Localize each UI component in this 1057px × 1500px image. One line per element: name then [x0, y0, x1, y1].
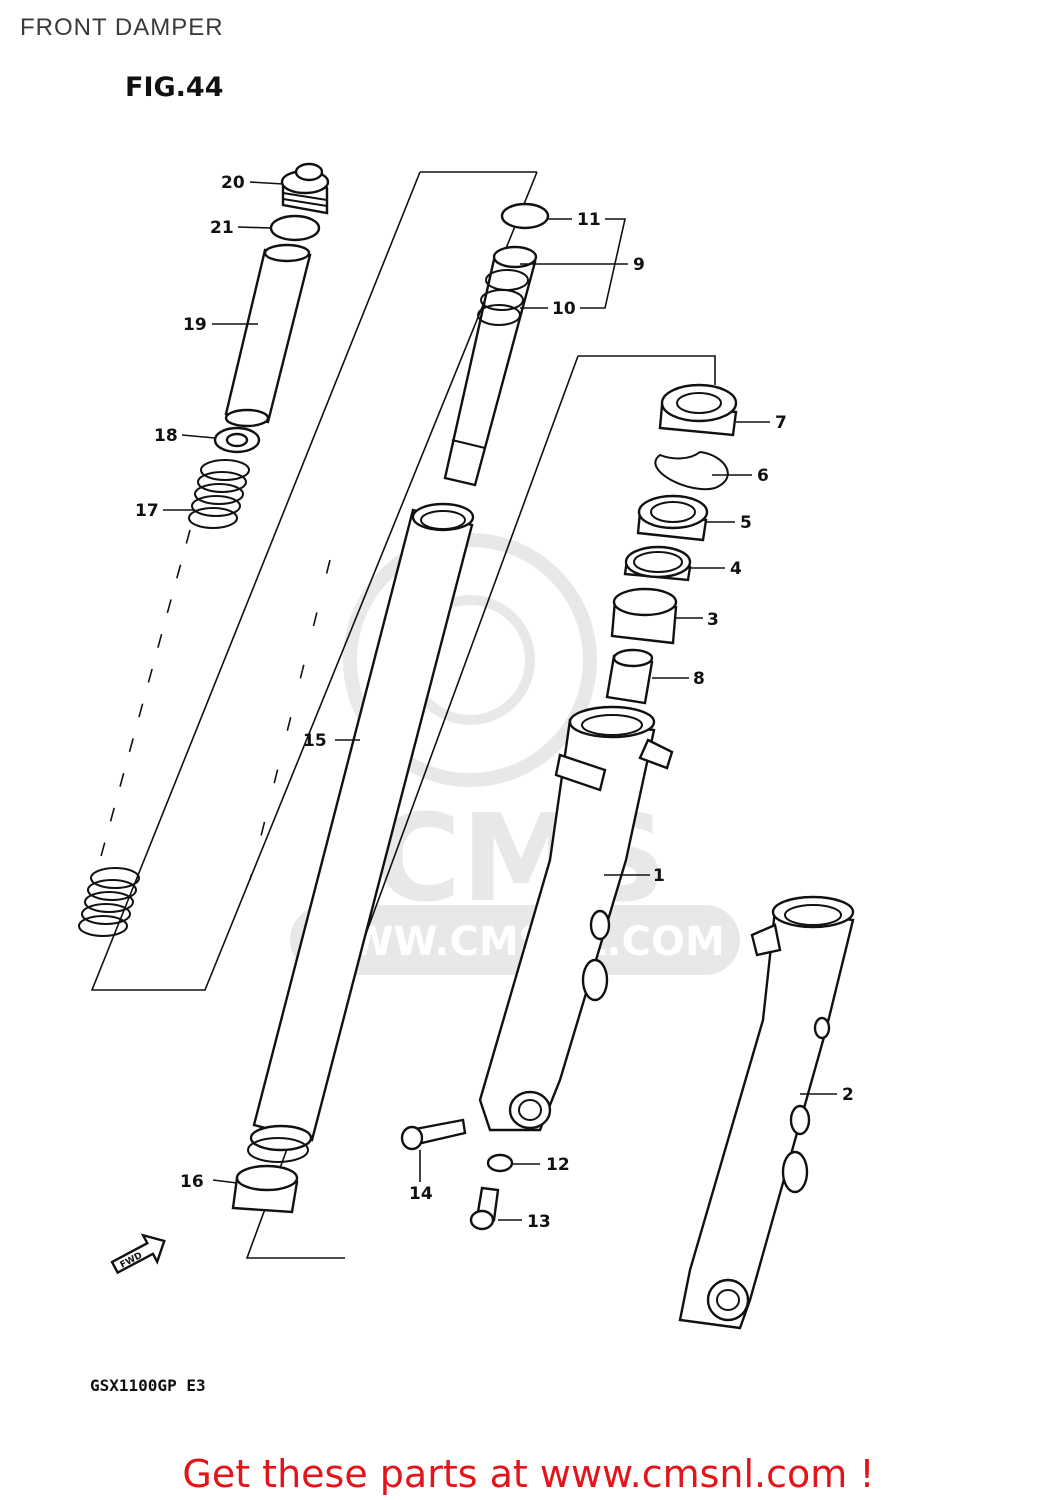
part-9-damper-rod: [443, 245, 538, 487]
callout-5: 5: [740, 513, 752, 533]
part-13-drain-bolt: [469, 1186, 500, 1231]
page-title: FRONT DAMPER: [20, 14, 224, 41]
part-4-washer: [623, 545, 692, 582]
callout-10: 10: [552, 299, 576, 319]
part-16-bushing: [231, 1164, 299, 1214]
footer-cta-link[interactable]: Get these parts at www.cmsnl.com !: [182, 1452, 875, 1496]
part-7-dust-seal: [658, 383, 738, 437]
callout-20: 20: [221, 173, 245, 193]
callout-2: 2: [842, 1085, 854, 1105]
part-20-cap-bolt: [280, 162, 330, 215]
callout-6: 6: [757, 466, 769, 486]
callout-4: 4: [730, 559, 742, 579]
part-5-oil-seal: [636, 494, 709, 542]
part-18-washer: [213, 426, 261, 454]
part-17-spring-top: [188, 459, 250, 529]
part-12-gasket: [486, 1153, 514, 1173]
callout-21: 21: [210, 218, 234, 238]
part-3-guide-bushing: [610, 587, 678, 645]
spring-group-bracket: [90, 171, 538, 991]
callout-3: 3: [707, 610, 719, 630]
callout-7: 7: [775, 413, 787, 433]
watermark-url-text: WWW.CMSNL.COM: [305, 919, 725, 965]
part-8-oil-lock-piece: [605, 648, 654, 705]
part-21-o-ring: [269, 214, 321, 242]
part-2-outer-tube: [678, 895, 855, 1330]
model-code: GSX1100GP E3: [90, 1376, 206, 1395]
callout-1: 1: [653, 866, 665, 886]
part-14-bolt: [400, 1118, 467, 1151]
fwd-arrow-icon: FWD: [110, 1233, 166, 1275]
callout-8: 8: [693, 669, 705, 689]
spring-dashed-axis: [99, 529, 191, 861]
callout-11: 11: [577, 210, 601, 230]
callout-17: 17: [135, 501, 159, 521]
callout-12: 12: [546, 1155, 570, 1175]
callout-leaders: [163, 181, 837, 1221]
callout-19: 19: [183, 315, 207, 335]
callout-16: 16: [180, 1172, 204, 1192]
inner-tube-dashed-axis: [249, 559, 331, 881]
figure-number: FIG.44: [125, 72, 224, 103]
part-19-spacer: [224, 243, 312, 428]
callout-9: 9: [633, 255, 645, 275]
callout-15: 15: [303, 731, 327, 751]
part-6-circlip: [654, 450, 729, 491]
part-11-ring: [500, 202, 550, 230]
inner-tube-group-bracket: [245, 355, 716, 1259]
part-1-outer-tube: [478, 705, 674, 1132]
part-15-inner-tube: [247, 502, 475, 1163]
callout-13: 13: [527, 1212, 551, 1232]
callout-18: 18: [154, 426, 178, 446]
callout-14: 14: [409, 1184, 433, 1204]
callout-numbers: 1 2 3 4 5 6 7 8 9 10 11 12 13 14 15 16 1…: [135, 173, 854, 1232]
part-17-spring-bottom: [78, 867, 140, 937]
